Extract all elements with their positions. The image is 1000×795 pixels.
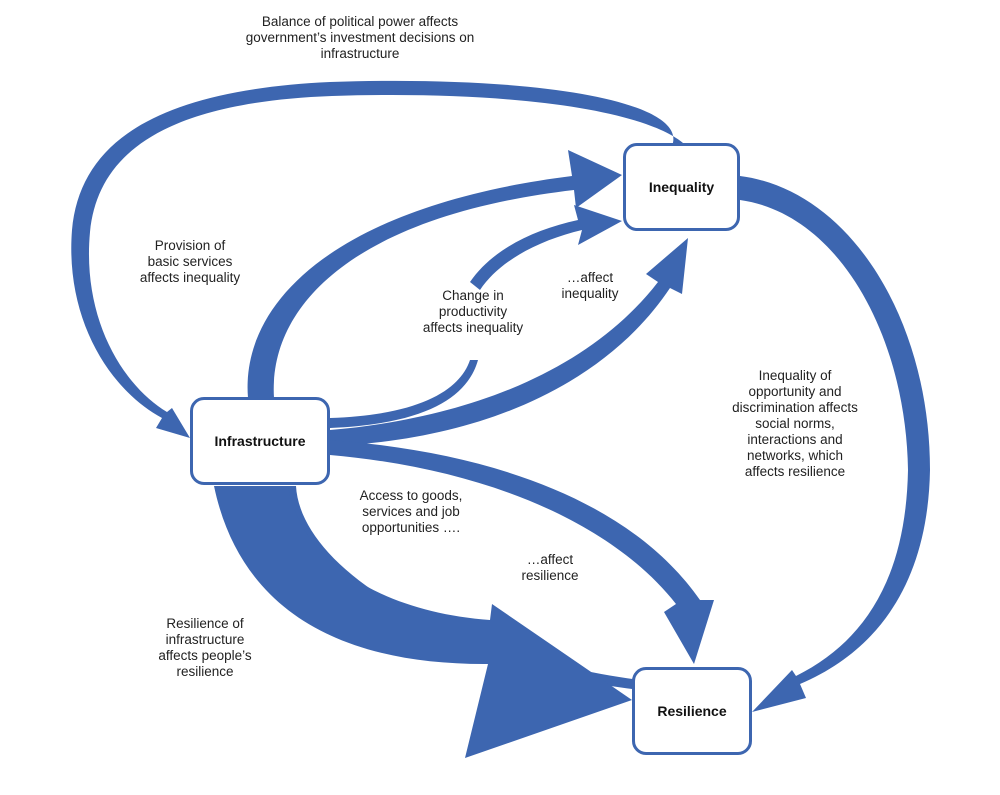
node-resilience: Resilience [632, 667, 752, 755]
arrow-political-power [71, 80, 690, 439]
node-infrastructure: Infrastructure [190, 397, 330, 485]
arrow-productivity [330, 360, 478, 428]
arrow-access-resilience [330, 440, 714, 664]
arrow-productivity-head [470, 205, 622, 290]
arrow-access-inequality [330, 238, 688, 446]
arrow-basic-services [247, 150, 622, 398]
arrow-infra-resilience [214, 486, 632, 758]
node-inequality: Inequality [623, 143, 740, 231]
arrow-inequality-resilience [740, 176, 930, 712]
